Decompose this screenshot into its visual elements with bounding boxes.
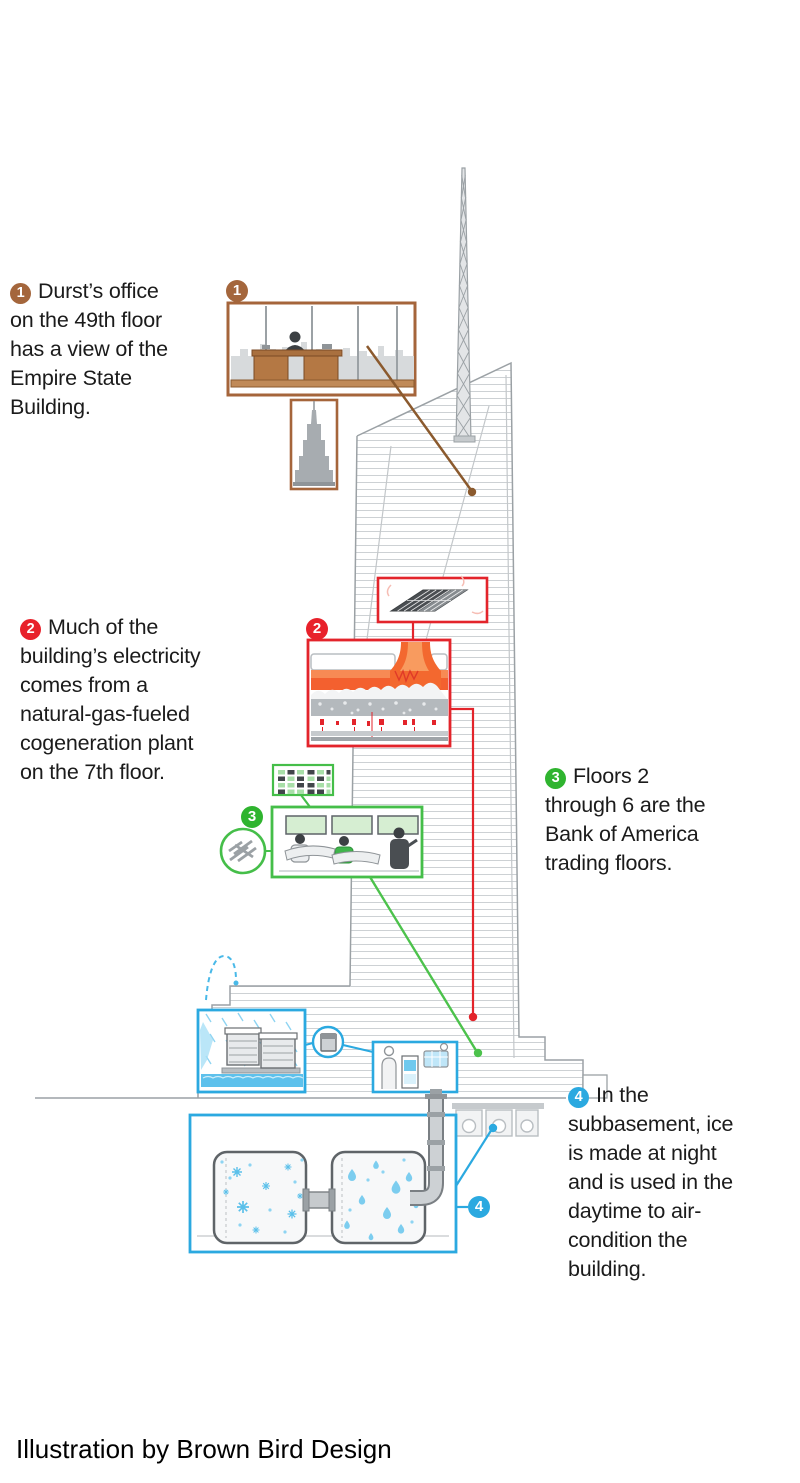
credit-line: Illustration by Brown Bird Design [16, 1434, 392, 1464]
annotation-1-text: Durst’s office [38, 279, 159, 303]
bank-of-america-logo-icon [219, 827, 272, 875]
callout-badge-cogeneration: 2 [306, 618, 328, 640]
empire-state-building-icon [293, 401, 335, 486]
ticker-connector-line [300, 794, 311, 808]
annotation-4-number: 4 [568, 1087, 589, 1108]
annotation-2-text: Much of the [48, 615, 159, 639]
ice-machine-icon [401, 1055, 419, 1089]
ice-tank-icon [212, 1150, 308, 1245]
tank-connector-pipe [302, 1188, 336, 1212]
annotation-2-number: 2 [20, 619, 41, 640]
annotation-1-number: 1 [10, 283, 31, 304]
leader-line-cogeneration [450, 707, 478, 1022]
vertical-pipe-icon [410, 1094, 447, 1206]
window-mullions [265, 306, 398, 380]
callout-badge-office: 1 [226, 280, 248, 302]
fountain-icon [205, 954, 239, 1001]
ice-plant-callout [371, 1040, 459, 1094]
exhaust-grate-callout [376, 575, 489, 624]
gravel-band [311, 699, 448, 716]
subbasement-callout [188, 1113, 458, 1254]
plant-machinery-icons [320, 719, 436, 732]
stock-ticker-cells [278, 770, 331, 794]
water-container-icon [320, 1033, 337, 1052]
ceiling-slab [310, 653, 396, 671]
ticker-board-callout [271, 763, 335, 797]
cogeneration-callout [306, 638, 452, 748]
office-callout [226, 301, 417, 397]
water-container-callout [304, 1025, 374, 1059]
basement-equipment [452, 1103, 544, 1137]
leader-line-trading [368, 876, 483, 1058]
leader-line-subbasement [455, 1123, 498, 1209]
control-panel-icon [423, 1050, 449, 1068]
worker-icon [381, 1045, 397, 1089]
heat-squiggles [386, 575, 484, 615]
empire-state-building-callout [289, 398, 339, 491]
antenna-spire-icon [453, 167, 476, 443]
callout-badge-subbasement: 4 [468, 1196, 490, 1218]
annotation-3-number: 3 [545, 768, 566, 789]
office-floor-band [230, 379, 415, 388]
trading-floor-callout [270, 805, 424, 879]
cooling-tower-units [224, 1027, 298, 1069]
trading-desks [284, 845, 381, 865]
callout-badge-trading: 3 [241, 806, 263, 828]
cooling-tower-callout [196, 1008, 307, 1094]
insulation-fluff [311, 682, 448, 700]
desk-icon [251, 344, 343, 383]
leader-line-office [365, 345, 477, 497]
annotation-3-text: Floors 2 [573, 764, 650, 788]
annotation-4-text: In the [596, 1083, 649, 1107]
